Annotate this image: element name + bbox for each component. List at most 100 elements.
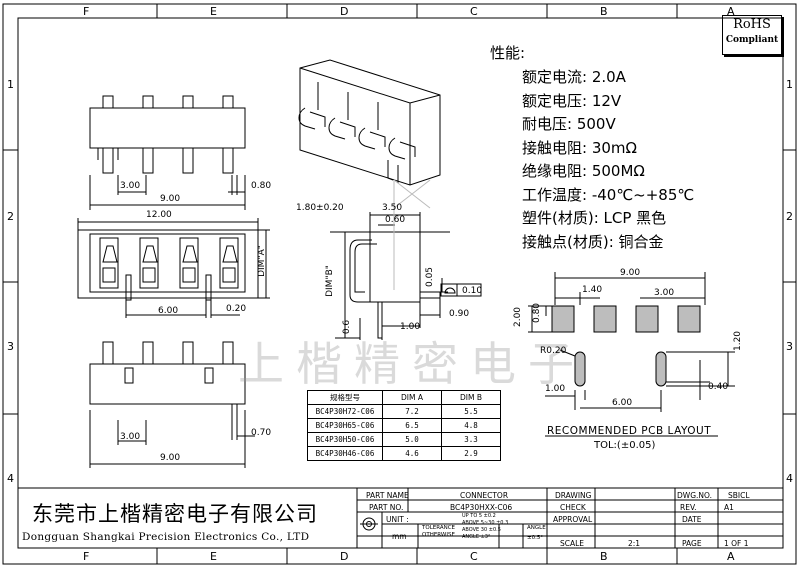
zone-bottom-f: F (83, 550, 90, 563)
dim-table-model: BC4P30H65-C06 (307, 418, 383, 433)
tb-dwg: SBICL (728, 491, 750, 500)
tb-scale-label: SCALE (560, 539, 585, 548)
zone-left-3: 3 (7, 340, 14, 353)
tb-drawing-label: DRAWING (555, 491, 592, 500)
company-name-cn: 东莞市上楷精密电子有限公司 (32, 502, 318, 526)
rohs-subtitle: Compliant (725, 35, 779, 45)
tb-rev-label: REV. (680, 503, 697, 512)
side-view (330, 179, 482, 340)
zone-top-c: C (470, 5, 478, 18)
dim-pcb-080: 0.80 (532, 302, 543, 324)
tb-check-label: CHECK (560, 503, 586, 512)
watermark: 上楷精密电子 (238, 337, 586, 391)
zone-right-3: 3 (786, 340, 793, 353)
bottom-view (89, 341, 255, 468)
dim-table-b: 4.8 (441, 418, 501, 433)
dim-side-090: 0.90 (449, 309, 470, 319)
pcb-caption: RECOMMENDED PCB LAYOUT (547, 425, 712, 437)
zone-left-1: 1 (7, 78, 14, 91)
dim-table-header-model: 规格型号 (307, 390, 383, 405)
zone-top-b: B (600, 5, 608, 18)
dim-table: 规格型号 DIM A DIM B BC4P30H72-C06 7.2 5.5 B… (307, 390, 501, 461)
dim-top-pitch: 3.00 (120, 181, 141, 191)
inner-border (17, 17, 784, 549)
dim-side-inner: 0.60 (385, 215, 406, 225)
table-row: BC4P30H65-C06 6.5 4.8 (307, 418, 501, 433)
zone-right-1: 1 (786, 78, 793, 91)
spec-line-temperature: 工作温度: -40℃~+85℃ (522, 186, 695, 204)
dim-pcb-600: 6.00 (612, 398, 633, 408)
zone-top-d: D (340, 5, 349, 18)
tb-angle-val: ±0.5° (527, 535, 544, 541)
tb-otherwise-label: OTHERWISE (422, 532, 455, 538)
zone-bottom-d: D (340, 550, 349, 563)
tb-date-label: DATE (682, 515, 702, 524)
table-row: BC4P30H46-C06 4.6 2.9 (307, 446, 501, 461)
dim-table-model: BC4P30H72-C06 (307, 404, 383, 419)
zone-top-f: F (83, 5, 90, 18)
dim-side-dim-b: DIM"B" (324, 265, 335, 297)
iso-view (298, 59, 441, 186)
title-block (18, 487, 783, 548)
zone-bottom-c: C (470, 550, 478, 563)
tb-scale: 2:1 (628, 539, 641, 548)
dim-pcb-040: 0.40 (708, 382, 729, 392)
dim-pcb-100: 1.00 (545, 384, 566, 394)
tb-unit: mm (392, 532, 407, 541)
dim-table-a: 4.6 (382, 446, 442, 461)
dim-table-header-a: DIM A (382, 390, 442, 405)
dim-table-model: BC4P30H50-C06 (307, 432, 383, 447)
pcb-layout (528, 272, 735, 437)
table-row: BC4P30H50-C06 5.0 3.3 (307, 432, 501, 447)
dim-pcb-total: 9.00 (620, 268, 641, 278)
tb-rev: A1 (724, 503, 734, 512)
tb-unit-label: UNIT : (386, 515, 409, 524)
spec-line-withstand: 耐电压: 500V (522, 115, 616, 133)
rohs-badge: RoHS Compliant (722, 15, 782, 55)
tb-part-no-label: PART NO. (369, 503, 404, 512)
zone-left-2: 2 (7, 210, 14, 223)
tb-part-name: CONNECTOR (460, 491, 509, 500)
tb-page: 1 OF 1 (724, 539, 749, 548)
tb-tol-row-3: ANGLE ±3° (462, 534, 491, 540)
dim-side-100: 1.00 (400, 322, 421, 332)
tb-approval-label: APPROVAL (553, 515, 593, 524)
zone-left-4: 4 (7, 472, 14, 485)
dim-bottom-total: 9.00 (160, 453, 181, 463)
rohs-title: RoHS (733, 17, 771, 32)
spec-line-housing: 塑件(材质): LCP 黑色 (522, 209, 667, 227)
tb-tol-row-1: ABOVE 5~30 ±0.3 (462, 520, 509, 526)
table-row: BC4P30H72-C06 7.2 5.5 (307, 404, 501, 419)
zone-right-4: 4 (786, 472, 793, 485)
tb-part-name-label: PART NAME (366, 491, 409, 500)
spec-line-insulation: 绝缘电阻: 500MΩ (522, 162, 645, 180)
zone-top-a: A (727, 5, 735, 18)
zone-bottom-b: B (600, 550, 608, 563)
dim-top-pin: 0.80 (251, 181, 272, 191)
dim-side-06: 0.6 (342, 319, 353, 335)
dim-table-b: 5.5 (441, 404, 501, 419)
dim-pcb-120: 1.20 (733, 330, 744, 352)
dim-side-05: 0.05 (425, 266, 436, 288)
dim-pcb-300: 3.00 (654, 288, 675, 298)
dim-table-model: BC4P30H46-C06 (307, 446, 383, 461)
spec-line-contact-resistance: 接触电阻: 30mΩ (522, 139, 637, 157)
tb-angle-label: ANGLE (527, 525, 546, 531)
dim-pcb-r: R0.20 (540, 346, 567, 356)
dim-front-pin: 0.20 (226, 304, 247, 314)
tb-tol-row-2: ABOVE 30 ±0.5 (462, 527, 501, 533)
dim-top-total: 9.00 (160, 194, 181, 204)
tb-part-no: BC4P30HXX-C06 (450, 503, 513, 512)
spec-line-current: 额定电流: 2.0A (522, 68, 626, 86)
dim-table-header-b: DIM B (441, 390, 501, 405)
pcb-tolerance: TOL:(±0.05) (594, 440, 656, 451)
spec-line-voltage: 额定电压: 12V (522, 92, 622, 110)
dim-front-width: 12.00 (146, 210, 172, 220)
dim-table-b: 2.9 (441, 446, 501, 461)
tb-dwg-label: DWG.NO. (677, 491, 712, 500)
tb-tol-row-0: UP TO 5 ±0.2 (462, 513, 496, 519)
top-view (89, 95, 246, 210)
spec-heading: 性能: (490, 44, 526, 62)
dim-bottom-pin: 0.70 (251, 428, 272, 438)
